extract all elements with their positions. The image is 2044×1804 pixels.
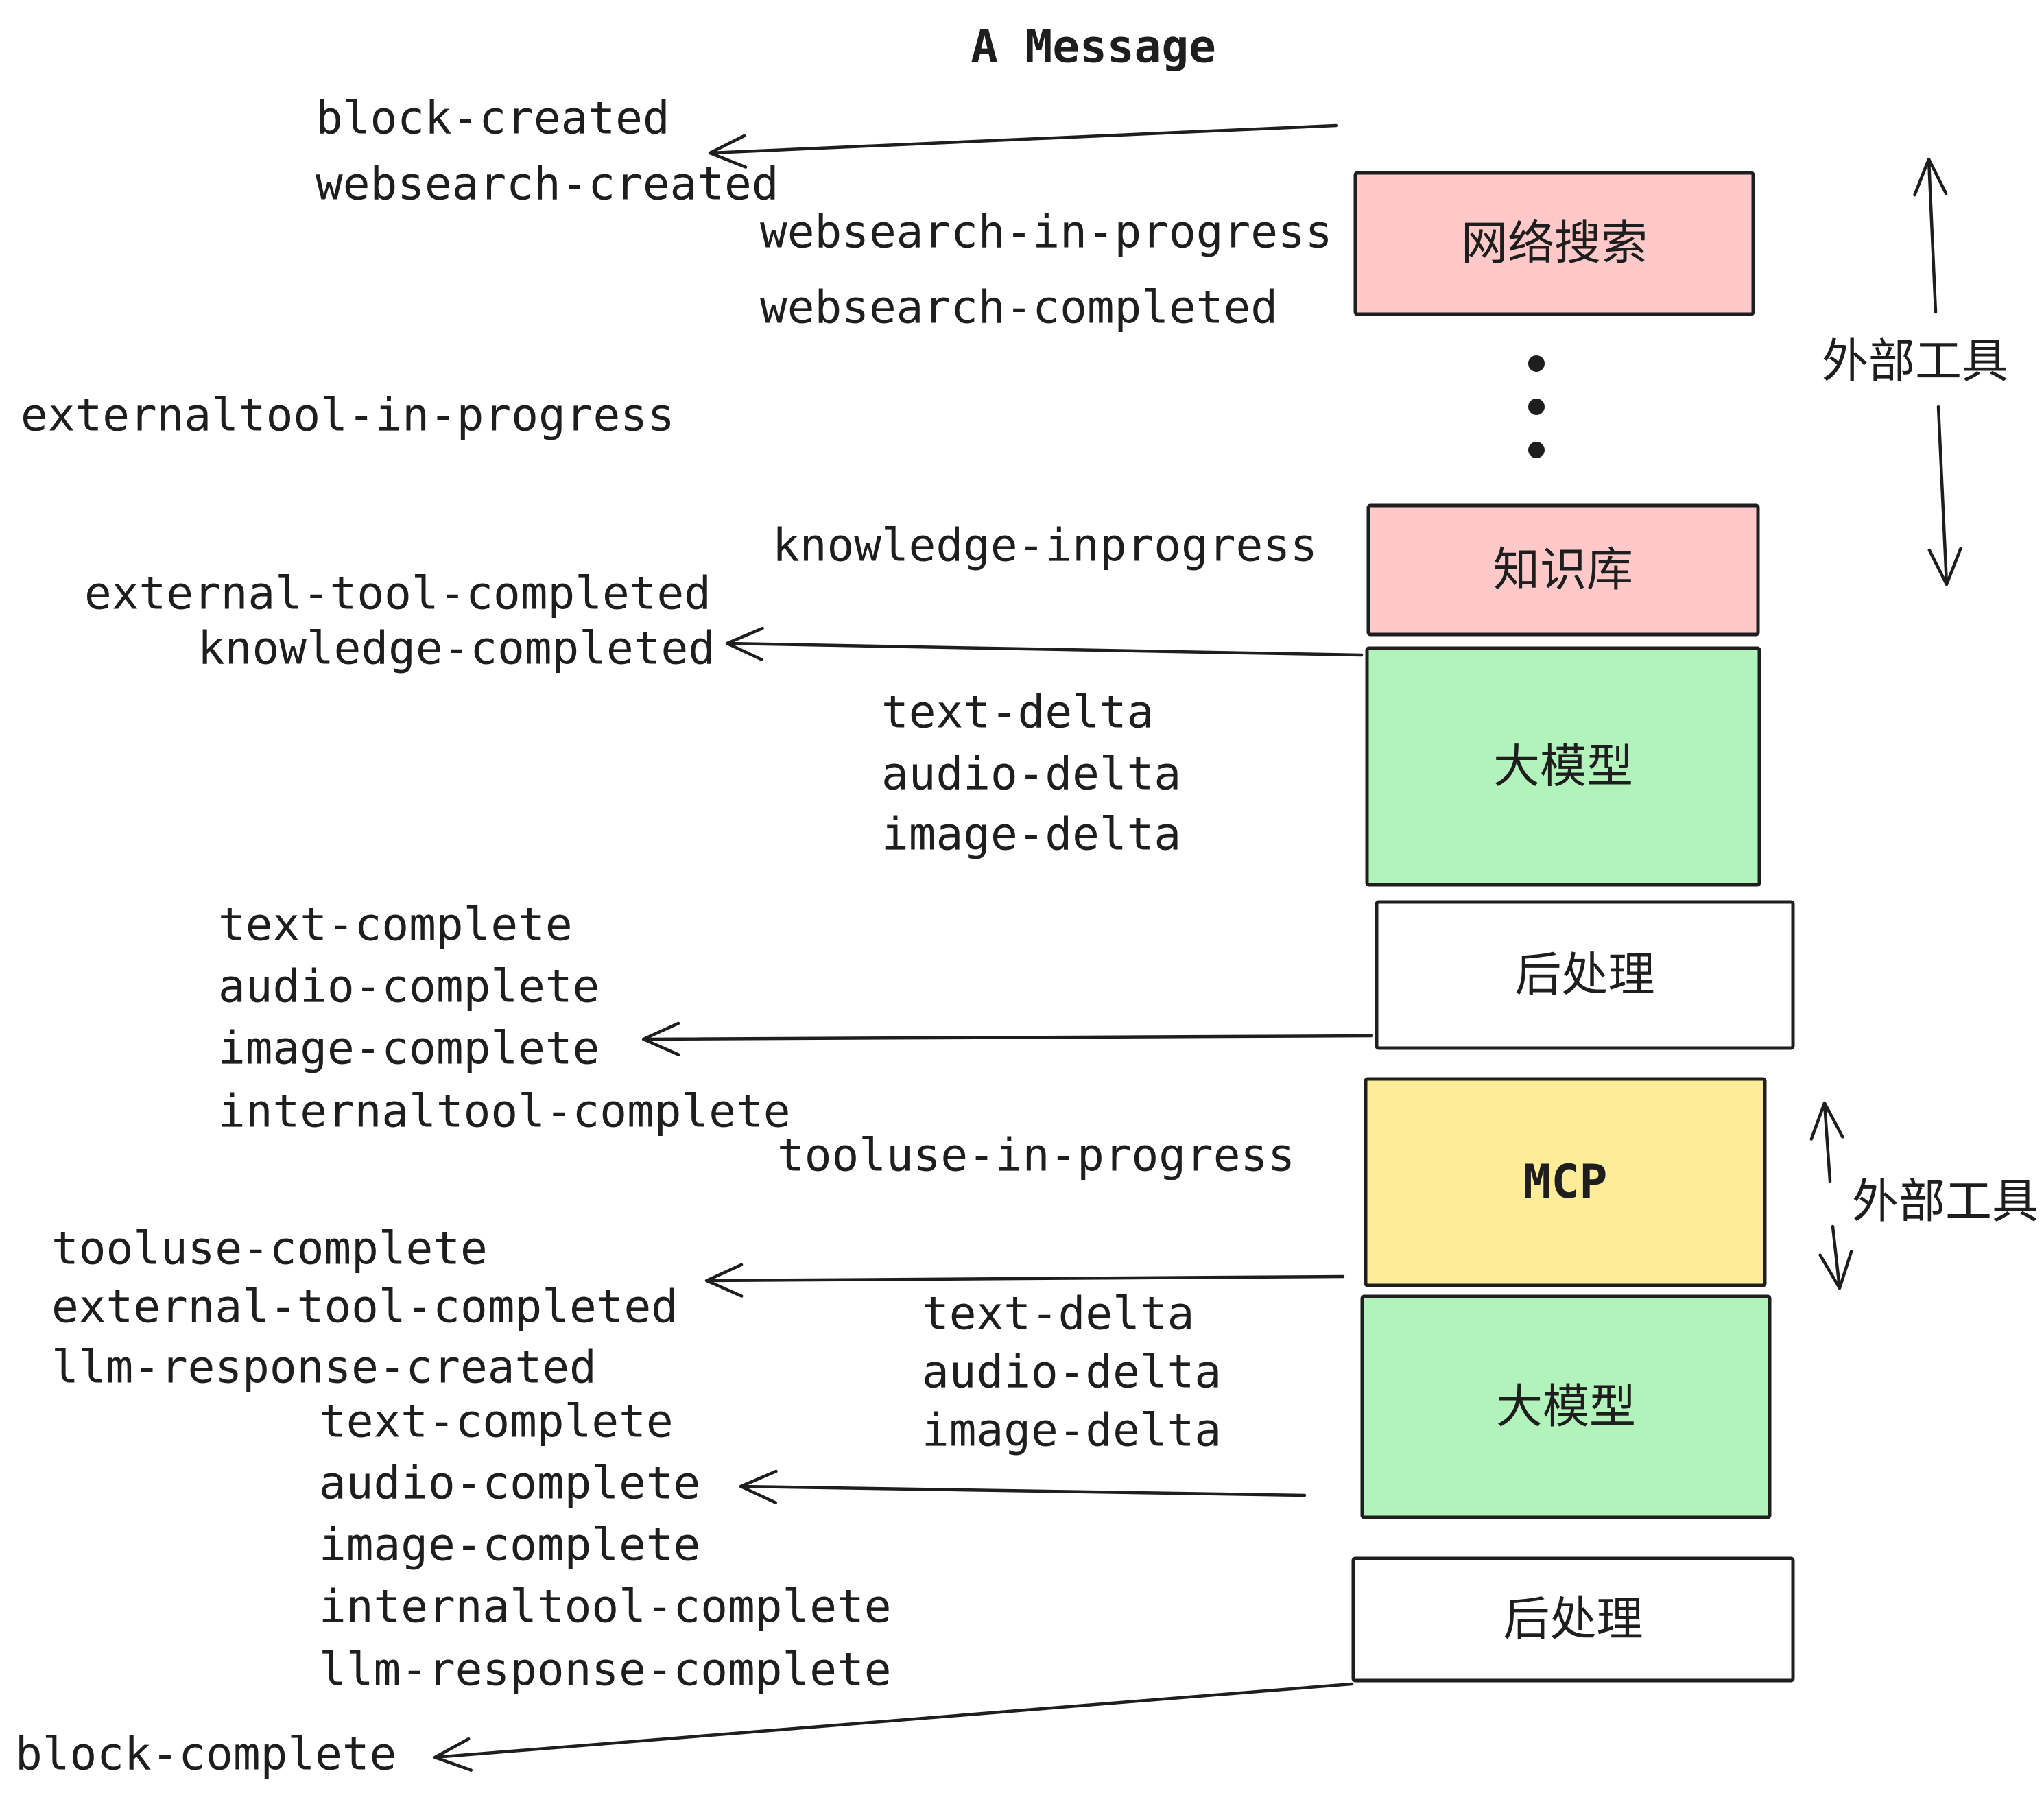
ellipsis-dot-1 — [1528, 355, 1545, 372]
event-label-internaltool-complete-2: internaltool-complete — [319, 1580, 891, 1633]
side-label-external-tools-mcp: 外部工具 — [1852, 1176, 2039, 1228]
arrows-layer — [433, 123, 1962, 1772]
arrow-post1-to-image-complete — [641, 1021, 1374, 1056]
event-label-audio-delta-2: audio-delta — [922, 1346, 1222, 1399]
event-label-text-complete-2: text-complete — [319, 1395, 674, 1448]
event-label-image-complete-2: image-complete — [319, 1519, 700, 1571]
event-label-text-delta-1: text-delta — [881, 686, 1154, 739]
ellipsis-dots — [1528, 355, 1545, 458]
event-label-audio-complete-2: audio-complete — [319, 1457, 700, 1510]
event-label-tooluse-complete: tooluse-complete — [51, 1222, 488, 1275]
arrow-llm1-to-knowledge-completed — [725, 626, 1364, 662]
event-label-block-complete: block-complete — [15, 1728, 396, 1781]
box-postprocess-1 — [1375, 900, 1795, 1050]
event-label-block-created: block-created — [316, 92, 670, 145]
event-label-image-delta-2: image-delta — [922, 1404, 1222, 1457]
event-label-audio-complete-1: audio-complete — [218, 960, 599, 1013]
box-llm-2 — [1360, 1294, 1772, 1519]
side-label-external-tools-top: 外部工具 — [1822, 335, 2008, 388]
box-knowledge — [1366, 503, 1760, 637]
event-label-external-tool-completed-1: external-tool-completed — [84, 567, 711, 620]
labels-layer: block-createdwebsearch-createdwebsearch-… — [15, 92, 2039, 1781]
box-postprocess-2 — [1351, 1556, 1795, 1683]
box-label-websearch: 网络搜索 — [1461, 217, 1648, 270]
event-label-websearch-created: websearch-created — [316, 158, 779, 211]
event-label-text-complete-1: text-complete — [218, 899, 573, 951]
box-mcp — [1364, 1077, 1767, 1287]
event-label-text-delta-2: text-delta — [922, 1287, 1194, 1340]
event-label-external-tool-completed-2: external-tool-completed — [51, 1281, 678, 1333]
box-label-llm-1: 大模型 — [1493, 741, 1633, 793]
event-label-websearch-in-progress: websearch-in-progress — [760, 206, 1332, 259]
box-websearch — [1353, 171, 1755, 316]
event-label-knowledge-inprogress: knowledge-inprogress — [772, 519, 1318, 572]
external-tools-mcp-down — [1818, 1224, 1853, 1290]
event-label-websearch-completed: websearch-completed — [760, 281, 1278, 334]
box-label-llm-2: 大模型 — [1496, 1381, 1636, 1433]
event-label-internaltool-complete-1: internaltool-complete — [218, 1085, 790, 1138]
arrow-websearch-to-block-created — [708, 123, 1338, 169]
arrow-post2-to-block-complete — [433, 1682, 1354, 1772]
external-tools-top-up — [1913, 157, 1948, 314]
box-label-knowledge: 知识库 — [1493, 544, 1633, 596]
ellipsis-dot-2 — [1528, 399, 1545, 415]
event-label-image-delta-1: image-delta — [881, 808, 1181, 861]
event-label-knowledge-completed: knowledge-completed — [198, 622, 715, 675]
box-label-mcp: MCP — [1523, 1155, 1608, 1209]
event-label-llm-response-created: llm-response-created — [51, 1341, 597, 1394]
external-tools-mcp-up — [1809, 1101, 1844, 1183]
arrow-mcp-to-tooluse-complete — [704, 1263, 1345, 1298]
event-label-audio-delta-1: audio-delta — [881, 748, 1181, 800]
diagram-title: A Message — [971, 21, 1216, 73]
arrow-llm2-to-audio-complete — [739, 1469, 1307, 1504]
box-label-postprocess-1: 后处理 — [1514, 949, 1654, 1001]
event-label-externaltool-in-progress: externaltool-in-progress — [21, 389, 675, 442]
event-label-tooluse-in-progress: tooluse-in-progress — [777, 1129, 1295, 1182]
external-tools-top-down — [1927, 405, 1962, 586]
box-llm-1 — [1365, 646, 1761, 887]
ellipsis-dot-3 — [1528, 442, 1545, 458]
event-label-llm-response-complete: llm-response-complete — [319, 1643, 891, 1696]
box-label-postprocess-2: 后处理 — [1503, 1593, 1643, 1646]
event-label-image-complete-1: image-complete — [218, 1022, 599, 1075]
